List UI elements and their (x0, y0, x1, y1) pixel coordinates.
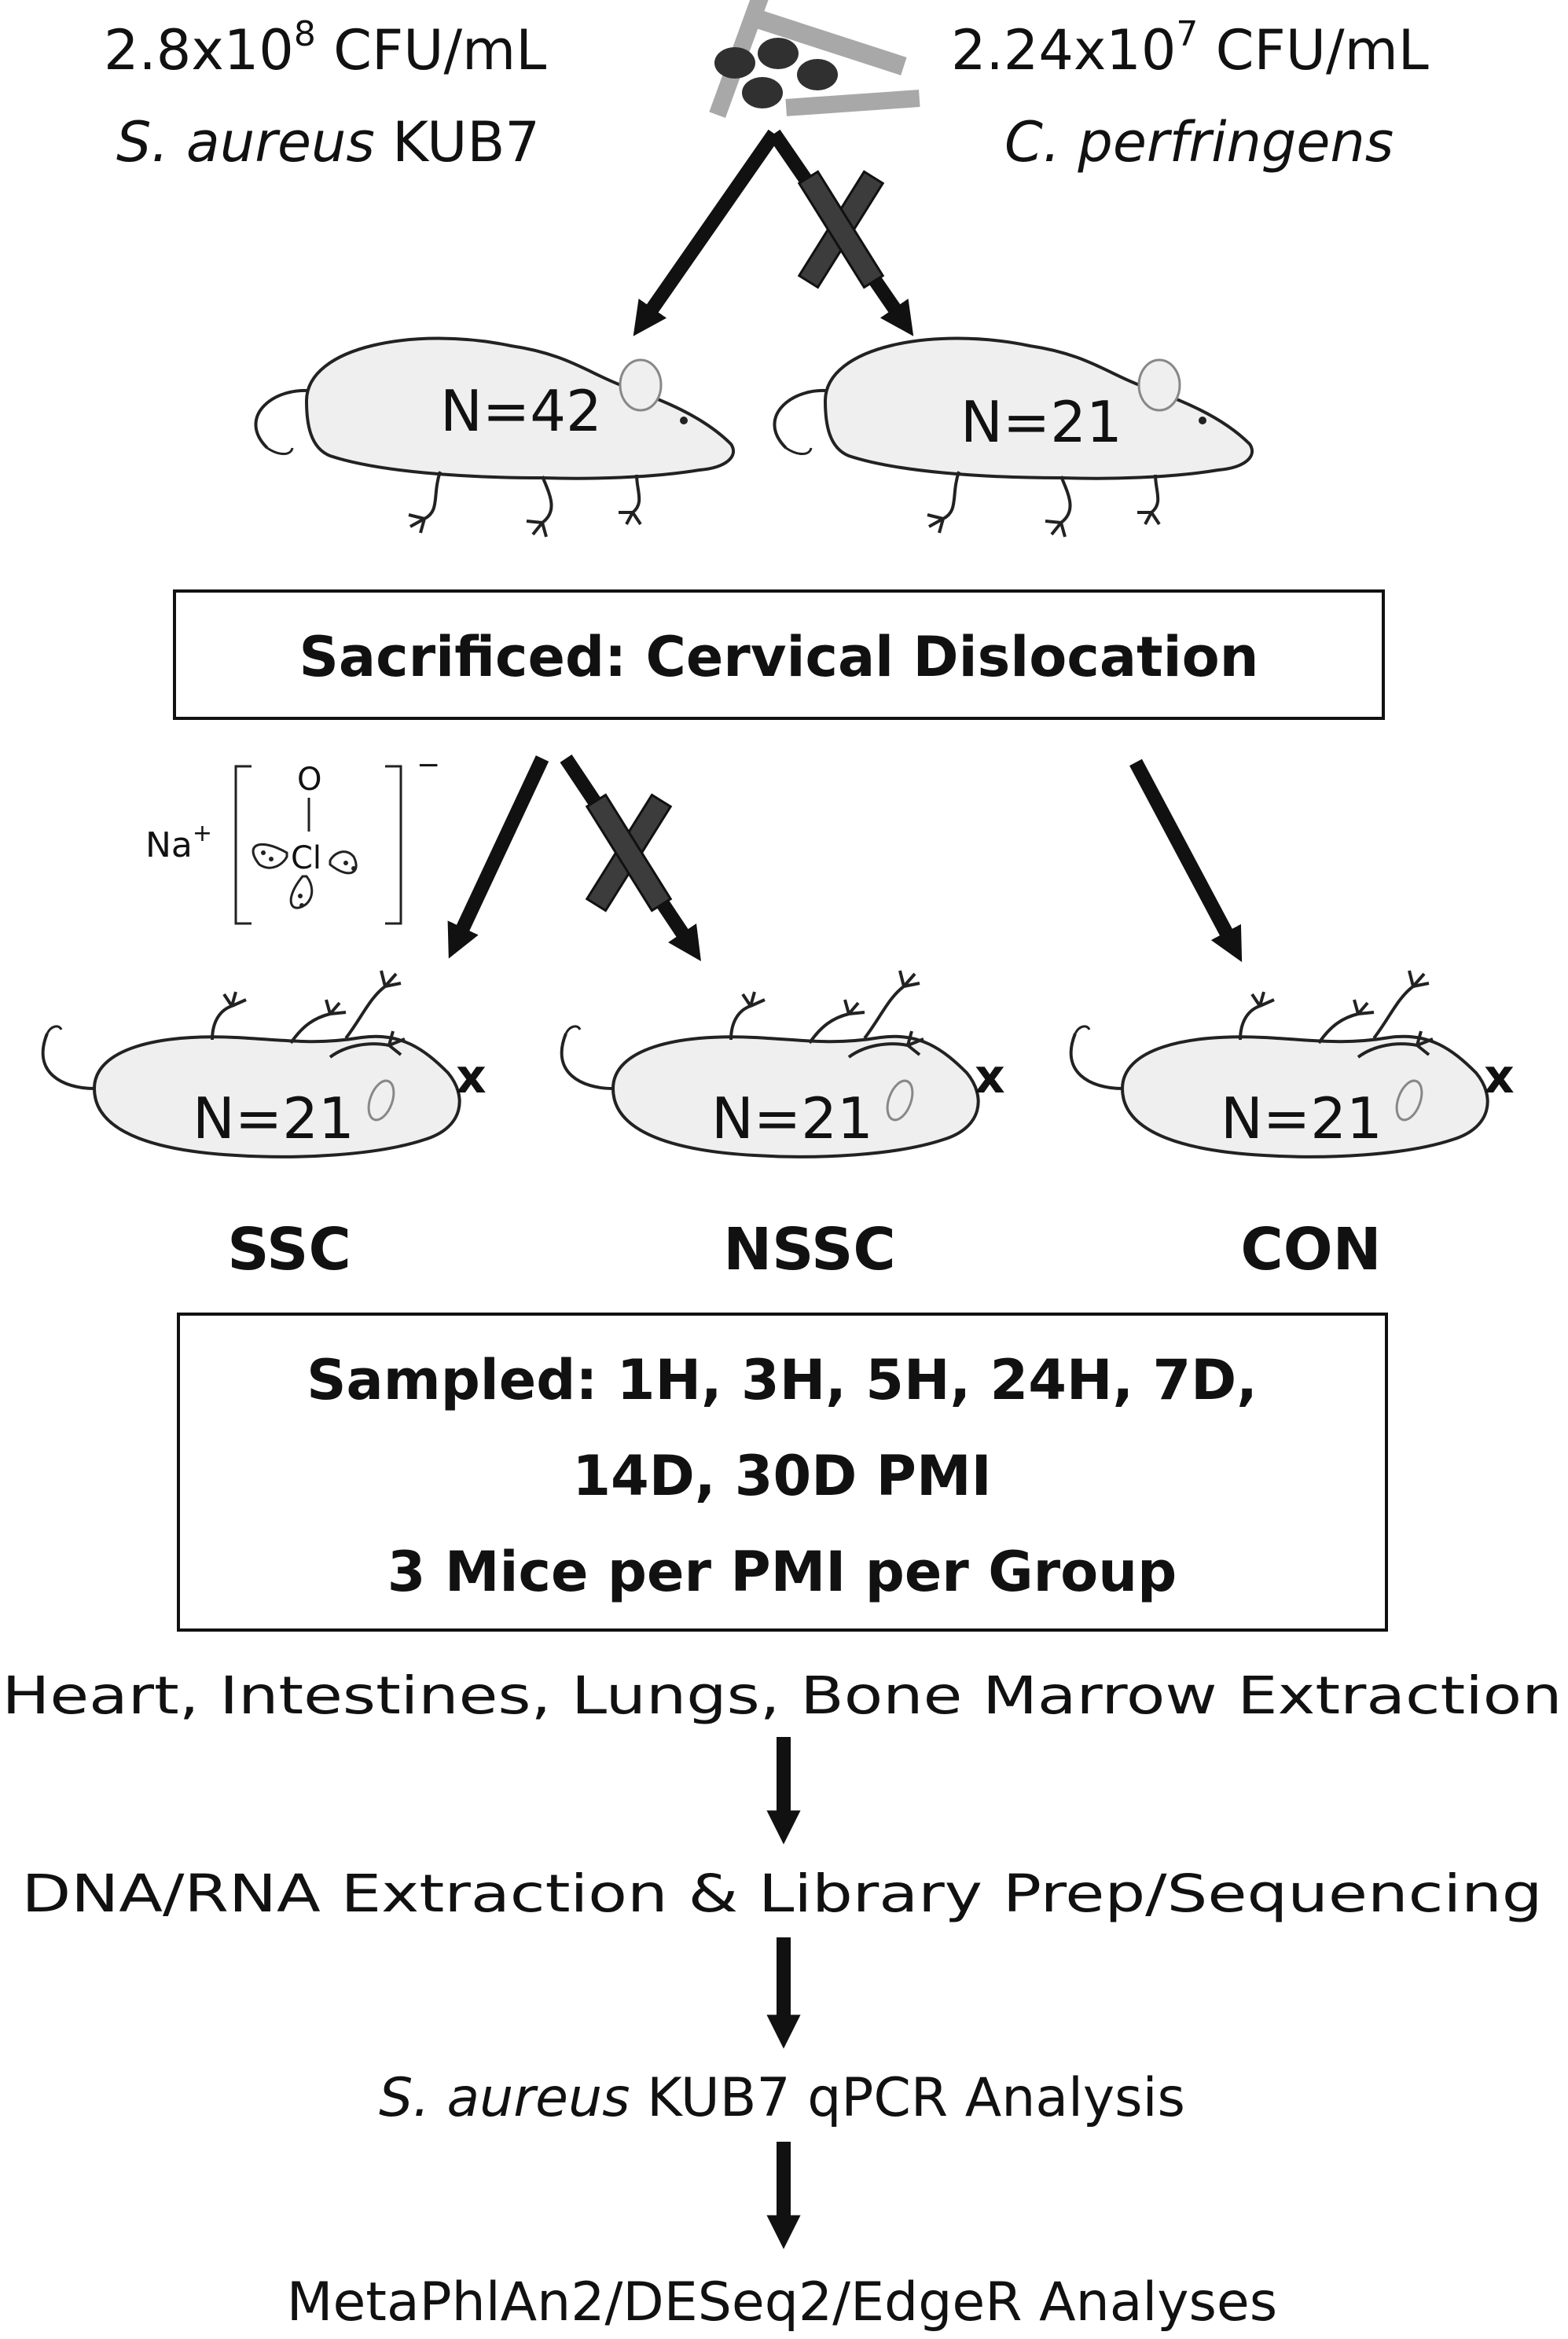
step-extraction: Heart, Intestines, Lungs, Bone Marrow Ex… (2, 1665, 1562, 1726)
group-label: N=21 (711, 1085, 873, 1151)
oxygen-atom: O (297, 762, 321, 798)
sampling-line-1: Sampled: 1H, 3H, 5H, 24H, 7D, (307, 1348, 1258, 1412)
right-organism-italic: C. perfringens (1004, 110, 1394, 174)
inoculum-left: 2.8x108 CFU/mL S. aureus KUB7 (104, 14, 546, 174)
group-con: N=21 x CON (1069, 969, 1515, 1283)
qpcr-rest: KUB7 qPCR Analysis (630, 2067, 1185, 2129)
left-concentration-exp: 8 (294, 14, 316, 54)
arrow-to-con (1129, 758, 1243, 963)
cation-symbol: Na (145, 825, 193, 865)
svg-text:2.24x107 CFU/mL: 2.24x107 CFU/mL (951, 14, 1429, 83)
arrow-to-inoculated-mice (633, 129, 780, 336)
group-name: CON (1240, 1216, 1381, 1283)
group-name: NSSC (723, 1216, 896, 1283)
sampling-line-2: 14D, 30D PMI (572, 1444, 991, 1508)
bacteria-icon (709, 0, 920, 118)
right-concentration-exp: 7 (1176, 14, 1198, 54)
blocked-x-icon (798, 170, 884, 289)
sampling-line-3: 3 Mice per PMI per Group (387, 1540, 1177, 1604)
sacrifice-label: Sacrificed: Cervical Dislocation (299, 625, 1258, 689)
step-sequencing: DNA/RNA Extraction & Library Prep/Sequen… (22, 1863, 1543, 1924)
right-concentration-unit: CFU/mL (1198, 18, 1428, 83)
qpcr-organism-italic: S. aureus (379, 2067, 630, 2129)
sacrifice-box: Sacrificed: Cervical Dislocation (173, 589, 1385, 720)
dead-marker: x (975, 1049, 1005, 1104)
left-organism-italic: S. aureus (116, 110, 375, 174)
group-nssc: N=21 x NSSC (560, 969, 1005, 1283)
arrow-to-ssc (447, 755, 549, 959)
live-mouse-inoculated: N=42 (254, 336, 736, 538)
dead-marker: x (456, 1049, 487, 1104)
group-label: N=21 (193, 1085, 354, 1151)
svg-text:Na+: Na+ (145, 820, 212, 865)
live-group-label: N=21 (960, 389, 1122, 455)
group-name: SSC (227, 1216, 351, 1283)
anion-charge: − (417, 749, 440, 781)
live-group-label: N=42 (440, 378, 602, 444)
sodium-hypochlorite-structure: Na+ − O Cl (145, 749, 440, 925)
left-concentration-base: 2.8x10 (104, 18, 294, 83)
svg-text:2.8x108 CFU/mL: 2.8x108 CFU/mL (104, 14, 546, 83)
step-analyses: MetaPhlAn2/DESeq2/EdgeR Analyses (287, 2271, 1277, 2333)
sampling-box: Sampled: 1H, 3H, 5H, 24H, 7D, 14D, 30D P… (177, 1313, 1388, 1632)
group-ssc: N=21 x SSC (41, 969, 487, 1283)
pipeline: Heart, Intestines, Lungs, Bone Marrow Ex… (2, 1665, 1562, 2333)
left-organism-strain: KUB7 (375, 110, 540, 174)
dead-marker: x (1484, 1049, 1515, 1104)
step-qpcr: S. aureus KUB7 qPCR Analysis (379, 2067, 1185, 2129)
inoculation-arrows (633, 129, 914, 336)
treatment-arrows (447, 755, 1243, 963)
cation-charge: + (193, 820, 212, 847)
left-concentration-unit: CFU/mL (316, 18, 546, 83)
right-concentration-base: 2.24x10 (951, 18, 1176, 83)
live-mouse-control: N=21 (773, 336, 1254, 538)
svg-text:S. aureus KUB7: S. aureus KUB7 (116, 110, 540, 174)
inoculum-right: 2.24x107 CFU/mL C. perfringens (951, 14, 1429, 174)
blocked-x-icon (586, 793, 672, 912)
group-label: N=21 (1221, 1085, 1383, 1151)
chlorine-atom: Cl (291, 840, 321, 876)
